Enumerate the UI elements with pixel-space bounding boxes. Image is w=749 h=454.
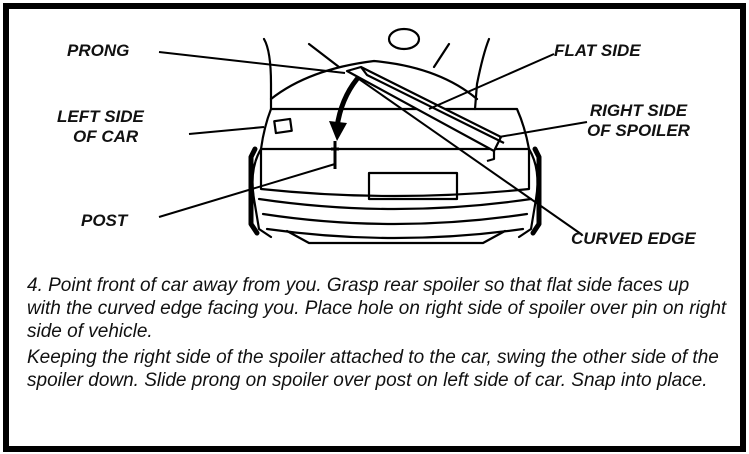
left-tail-light — [273, 117, 293, 135]
rear-panel — [259, 147, 531, 198]
car-cabin — [262, 37, 491, 111]
leader-prong — [158, 51, 346, 74]
instruction-panel: PRONG FLAT SIDE LEFT SIDE OF CAR RIGHT S… — [3, 3, 746, 452]
leader-lines — [158, 51, 588, 235]
swing-arrow — [334, 76, 360, 130]
label-curved-edge: CURVED EDGE — [571, 229, 696, 248]
instruction-followup: Keeping the right side of the spoiler at… — [27, 347, 719, 391]
leader-left-side — [188, 126, 265, 135]
label-flat-side: FLAT SIDE — [554, 41, 641, 60]
label-post: POST — [81, 211, 128, 230]
label-right-side-of-spoiler: RIGHT SIDE OF SPOILER — [587, 101, 690, 140]
leader-flat-side — [428, 53, 555, 110]
label-left-side-of-car: LEFT SIDE OF CAR — [57, 107, 144, 146]
right-wheel — [530, 146, 542, 236]
label-prong: PRONG — [67, 41, 130, 60]
license-plate — [367, 171, 459, 201]
left-wheel — [248, 146, 260, 236]
rear-spoiler — [345, 65, 505, 163]
instruction-step-4: 4. Point front of car away from you. Gra… — [27, 275, 727, 342]
leader-right-side — [498, 121, 588, 138]
leader-post — [158, 163, 336, 218]
instructions-text: 4. Point front of car away from you. Gra… — [27, 274, 727, 395]
leader-curved-edge — [358, 78, 582, 235]
swing-arrowhead — [329, 121, 347, 141]
steering-wheel — [387, 27, 421, 51]
car-rear-illustration — [158, 27, 588, 245]
car-window — [269, 59, 479, 101]
rear-bumper — [257, 197, 533, 240]
